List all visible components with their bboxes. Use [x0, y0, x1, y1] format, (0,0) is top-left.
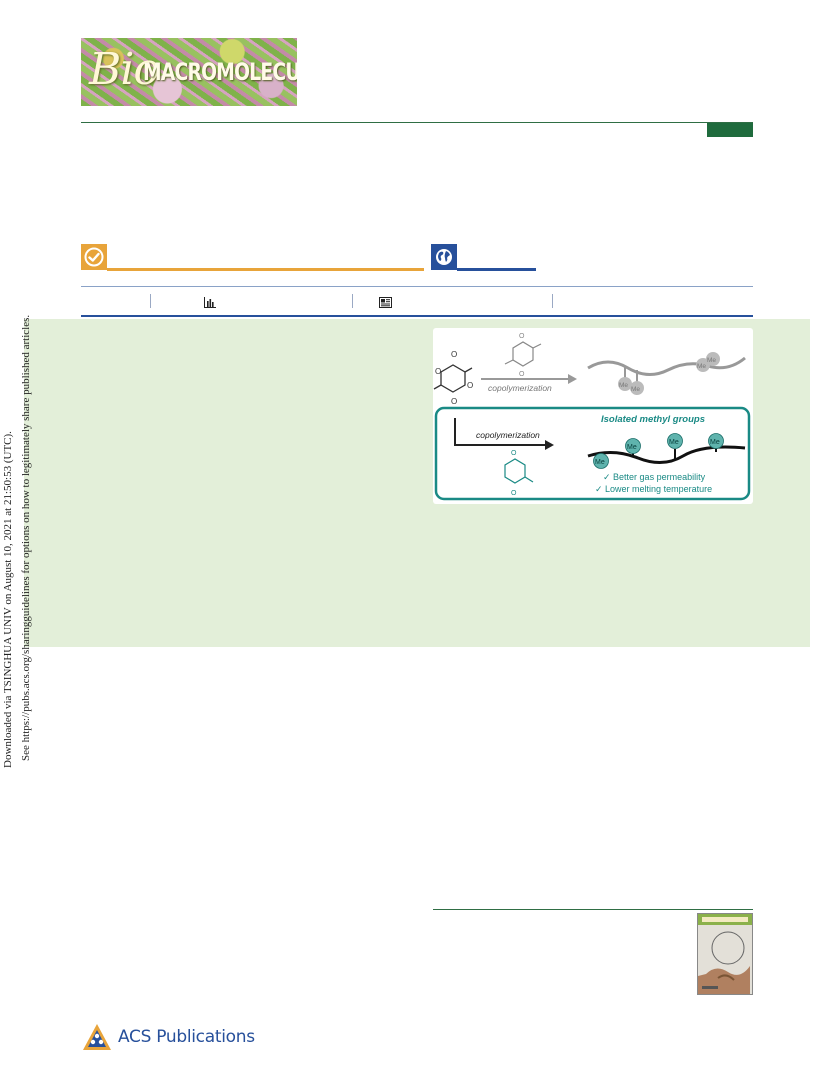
methyl-circle	[667, 433, 683, 449]
lactide-structure	[504, 341, 542, 367]
bar-chart-icon[interactable]	[204, 295, 216, 308]
toc-graphic: O O O O O O copolymerization Me Me Me Me…	[433, 328, 753, 504]
top-arrow-label: copolymerization	[488, 383, 552, 393]
black-polymer-chain	[587, 445, 746, 464]
methyl-circle	[625, 438, 641, 454]
methyl-glycolide-structure	[504, 458, 534, 484]
metrics-bar-top-rule	[81, 286, 753, 287]
atom-label: O	[451, 350, 457, 359]
atom-label: O	[451, 397, 457, 406]
side-note-line: See https://pubs.acs.org/sharingguidelin…	[20, 314, 32, 761]
journal-logo: Bio MACROMOLECULES	[81, 38, 297, 106]
logo-bio-text: Bio	[89, 44, 160, 95]
open-access-bar	[107, 268, 424, 271]
methyl-label: Me	[707, 357, 716, 364]
benefit-item: ✓ Better gas permeability	[603, 472, 706, 482]
globe-icon	[431, 244, 457, 270]
journal-cover-thumbnail[interactable]	[697, 913, 753, 995]
methyl-label: Me	[627, 444, 637, 451]
glycolide-structure	[433, 364, 473, 393]
bottom-arrow-label: copolymerization	[476, 430, 540, 440]
bottom-reaction-arrow	[454, 418, 545, 446]
check-circle-icon	[81, 244, 107, 270]
received-rule	[433, 909, 753, 910]
atom-label: O	[511, 450, 517, 457]
methyl-label: Me	[669, 439, 679, 446]
box-title: Isolated methyl groups	[601, 414, 705, 425]
methyl-circle	[708, 433, 724, 449]
atom-label: O	[467, 381, 473, 390]
article-type-tab	[707, 123, 753, 137]
arrow-head	[545, 440, 554, 450]
atom-label: O	[519, 333, 525, 340]
methyl-circle	[630, 381, 644, 395]
methyl-label: Me	[710, 439, 720, 446]
free-access-bar	[457, 268, 536, 271]
metrics-separator	[552, 294, 553, 308]
methyl-label: Me	[595, 459, 605, 466]
highlight-box	[434, 406, 751, 501]
metrics-separator	[150, 294, 151, 308]
atom-label: O	[435, 367, 441, 376]
methyl-label: Me	[697, 363, 706, 370]
download-side-note: Downloaded via TSINGHUA UNIV on August 1…	[0, 314, 42, 768]
atom-label: O	[511, 490, 517, 497]
methyl-circle	[593, 453, 609, 469]
metrics-bar-bottom-rule	[81, 315, 753, 317]
benefit-item: ✓ Lower melting temperature	[595, 484, 712, 494]
methyl-label: Me	[619, 382, 628, 389]
header-rule	[81, 122, 753, 123]
methyl-label: Me	[631, 386, 640, 393]
logo-macro-text: MACROMOLECULES	[143, 58, 297, 86]
metrics-separator	[352, 294, 353, 308]
article-icon[interactable]	[379, 295, 392, 308]
methyl-circle	[706, 352, 720, 366]
publisher-name: ACS Publications	[118, 1027, 255, 1047]
acs-logo-icon	[81, 1022, 113, 1054]
arrow-head	[568, 374, 577, 384]
atom-label: O	[519, 371, 525, 378]
side-note-line: Downloaded via TSINGHUA UNIV on August 1…	[2, 431, 14, 768]
methyl-circle	[618, 377, 632, 391]
grey-polymer-chain	[587, 356, 746, 376]
